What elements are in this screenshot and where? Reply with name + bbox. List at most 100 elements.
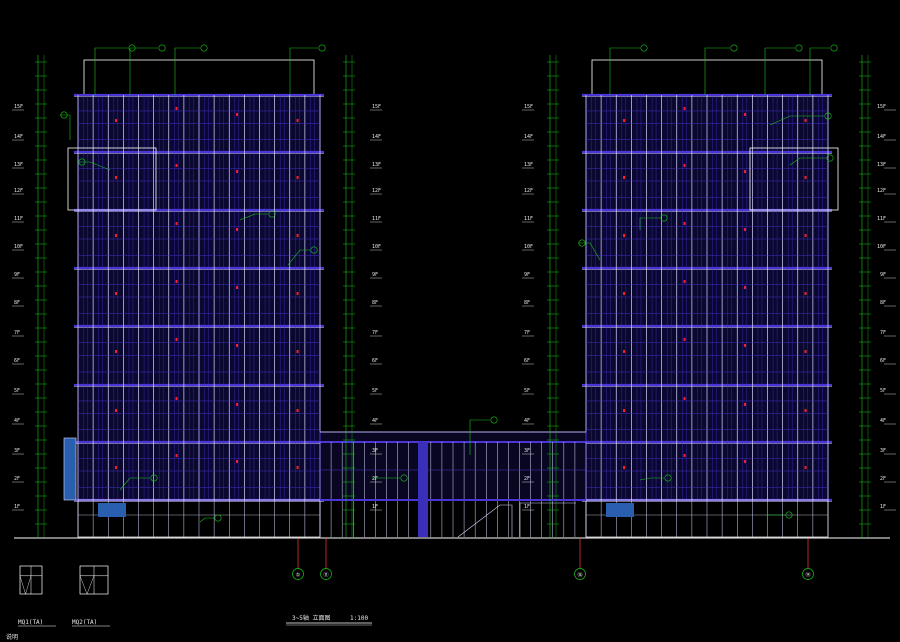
level-label: 14F — [14, 134, 23, 140]
leader-line — [789, 157, 826, 166]
level-label: 2F — [14, 476, 20, 482]
tower-parapet — [83, 59, 315, 96]
entrance-canopy-left — [457, 504, 513, 538]
level-label: 8F — [14, 300, 20, 306]
level-label: 4F — [880, 418, 886, 424]
level-label: 11F — [14, 216, 23, 222]
leader-bubble — [830, 44, 838, 52]
accent-mark — [236, 403, 239, 406]
level-label: 14F — [877, 134, 886, 140]
level-label: 7F — [524, 330, 530, 336]
podium-core — [418, 442, 428, 537]
accent-mark — [804, 234, 807, 237]
legend-window-swing — [19, 575, 32, 595]
drawing-title: 3~5轴 立面图 — [292, 614, 330, 622]
level-label: 5F — [880, 388, 886, 394]
accent-mark — [683, 107, 686, 110]
leader-line — [609, 47, 640, 95]
level-label: 12F — [877, 188, 886, 194]
level-label: 4F — [14, 418, 20, 424]
level-label: 1F — [524, 504, 530, 510]
leader-bubble — [824, 112, 832, 120]
axis-bubble — [802, 568, 814, 580]
level-label: 11F — [524, 216, 533, 222]
level-label: 1F — [372, 504, 378, 510]
leader-bubble — [200, 44, 208, 52]
level-label: 14F — [372, 134, 381, 140]
level-label: 4F — [524, 418, 530, 424]
level-label: 2F — [372, 476, 378, 482]
leader-line — [129, 47, 158, 95]
level-label: 1F — [14, 504, 20, 510]
leader-line — [94, 47, 128, 95]
level-label: 8F — [880, 300, 886, 306]
axis-label: ① — [296, 573, 301, 579]
level-label: 3F — [372, 448, 378, 454]
accent-mark — [236, 170, 239, 173]
level-label: 12F — [524, 188, 533, 194]
level-label: 11F — [877, 216, 886, 222]
level-label: 13F — [372, 162, 381, 168]
left-tower-elevation — [63, 59, 324, 538]
drawing-scale: 1:100 — [350, 615, 368, 622]
accent-mark — [623, 350, 626, 353]
accent-mark — [744, 460, 747, 463]
level-label: 5F — [372, 388, 378, 394]
accent-mark — [623, 176, 626, 179]
entrance-glass — [606, 503, 634, 517]
level-label: 12F — [372, 188, 381, 194]
accent-mark — [623, 409, 626, 412]
accent-mark — [236, 228, 239, 231]
level-label: 14F — [524, 134, 533, 140]
accent-mark — [683, 454, 686, 457]
axis-label: ⑯ — [577, 572, 582, 579]
leader-line — [704, 47, 730, 95]
level-label: 15F — [877, 104, 886, 110]
level-label: 8F — [524, 300, 530, 306]
accent-mark — [623, 119, 626, 122]
leader-line — [78, 161, 111, 171]
accent-mark — [804, 466, 807, 469]
leader-bubble — [640, 44, 648, 52]
cantilever-box — [749, 147, 839, 211]
tower-parapet — [591, 59, 823, 96]
leader-line — [639, 217, 660, 230]
leader-line — [639, 477, 664, 481]
level-label: 10F — [877, 244, 886, 250]
accent-mark — [175, 397, 178, 400]
leader-bubble — [318, 44, 326, 52]
level-label: 15F — [14, 104, 23, 110]
leader-line — [119, 477, 150, 491]
level-label: 7F — [880, 330, 886, 336]
level-label: 13F — [524, 162, 533, 168]
leader-bubble — [826, 154, 834, 162]
leader-bubble — [730, 44, 738, 52]
accent-mark — [804, 350, 807, 353]
accent-mark — [175, 280, 178, 283]
accent-mark — [683, 280, 686, 283]
axis-bubble — [574, 568, 586, 580]
leader-bubble — [785, 511, 793, 519]
cantilever-box — [67, 147, 157, 211]
level-label: 5F — [524, 388, 530, 394]
accent-mark — [175, 338, 178, 341]
level-label: 5F — [14, 388, 20, 394]
level-label: 4F — [372, 418, 378, 424]
leader-bubble — [214, 514, 222, 522]
level-label: 15F — [372, 104, 381, 110]
level-label: 12F — [14, 188, 23, 194]
accent-mark — [175, 107, 178, 110]
leader-line — [199, 517, 214, 523]
level-label: 10F — [372, 244, 381, 250]
entrance-glass — [98, 503, 126, 517]
axis-label: ⑪ — [323, 572, 328, 579]
accent-mark — [236, 113, 239, 116]
accent-mark — [296, 119, 299, 122]
leader-line — [809, 47, 830, 95]
level-label: 1F — [880, 504, 886, 510]
accent-mark — [623, 292, 626, 295]
level-label: 6F — [372, 358, 378, 364]
level-label: 2F — [524, 476, 530, 482]
